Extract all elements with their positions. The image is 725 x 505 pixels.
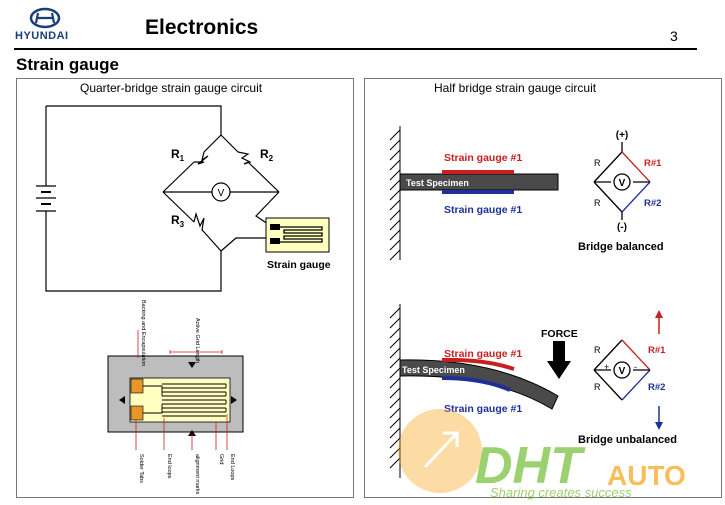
header-divider [14,48,697,50]
wall-hatch-top [389,126,401,261]
page-title: Electronics [145,16,259,39]
strain-gauge-label: Strain gauge [267,259,331,271]
r1-resistor [194,151,209,165]
hyundai-logo [14,6,76,44]
quarter-bridge-caption: Quarter-bridge strain gauge circuit [80,81,263,95]
gauge-top-label-balanced: Strain gauge #1 [444,152,522,164]
minus-terminal: (-) [617,222,627,233]
half-bridge-caption: Half bridge strain gauge circuit [434,81,597,95]
end-loops-2-label: End Loops [229,454,235,481]
r3-label: R3 [171,213,185,229]
section-title: Strain gauge [16,55,119,74]
tension-arrow-icon [655,310,663,334]
watermark-slogan: Sharing creates success [490,485,632,500]
gauge-bottom-label-unbalanced: Strain gauge #1 [444,403,522,415]
voltmeter-label: V [218,188,225,199]
bridge-balanced-label: Bridge balanced [578,241,664,253]
gauge-top-label-unbalanced: Strain gauge #1 [444,348,522,360]
half-bridge-panel [364,78,722,498]
watermark-brand-b: AUTO [607,460,686,491]
watermark-logo: DHT AUTO Sharing creates success [398,409,686,500]
compression-arrow-icon [655,406,663,430]
r-left-top-unbalanced: R [594,345,601,355]
hyundai-emblem-icon [29,7,61,29]
half-bridge-diagrams: Test Specimen Strain gauge #1 Strain gau… [389,126,677,478]
gauge-detail-diagram: Backing and Encapsulation Active Grid Le… [107,300,244,495]
force-label: FORCE [541,328,578,340]
end-loops-label: End loops [166,454,172,479]
r2-balanced: R#2 [644,198,661,209]
grid-label: Grid [218,454,224,464]
r2-unbalanced: R#2 [648,382,665,393]
voltmeter-icon [211,182,231,202]
backing-label: Backing and Encapsulation [140,300,146,366]
specimen-label-bottom: Test Specimen [402,365,465,375]
solder-tabs-label: Solder Tabs [138,454,144,483]
specimen-label-top: Test Specimen [406,178,469,188]
gauge-bottom-label-balanced: Strain gauge #1 [444,204,522,216]
r2-label: R2 [260,147,274,163]
r3-resistor [193,211,205,233]
watermark-brand-a: DHT [475,437,586,495]
r1-balanced: R#1 [644,158,662,169]
bridge-unbalanced [593,339,651,401]
quarter-bridge-circuit: V R1 R2 R3 Strain gauge [36,105,331,495]
r1-label: R1 [171,147,185,163]
r-left-top-balanced: R [594,158,601,168]
voltmeter-balanced: V [619,178,626,189]
strain-gauge-icon [265,217,330,253]
page-number: 3 [670,28,678,44]
voltmeter-unbalanced: V [619,366,626,377]
r2-resistor [237,151,252,165]
force-arrow-icon [547,341,571,379]
wall-hatch-bottom [389,304,401,478]
brand-name: HYUNDAI [15,30,69,42]
r1-unbalanced: R#1 [648,345,666,356]
bridge-balanced [593,142,651,220]
minus-sign-unbalanced: - [634,362,637,372]
plus-terminal: (+) [616,130,629,141]
alignment-marks-label: alignment marks [194,454,200,495]
r-left-bottom-balanced: R [594,198,601,208]
r-left-bottom-unbalanced: R [594,382,601,392]
watermark-arrow-icon [423,431,459,469]
bridge-unbalanced-label: Bridge unbalanced [578,434,677,446]
active-grid-label: Active Grid Length [194,318,200,363]
plus-sign-unbalanced: + [604,362,609,372]
